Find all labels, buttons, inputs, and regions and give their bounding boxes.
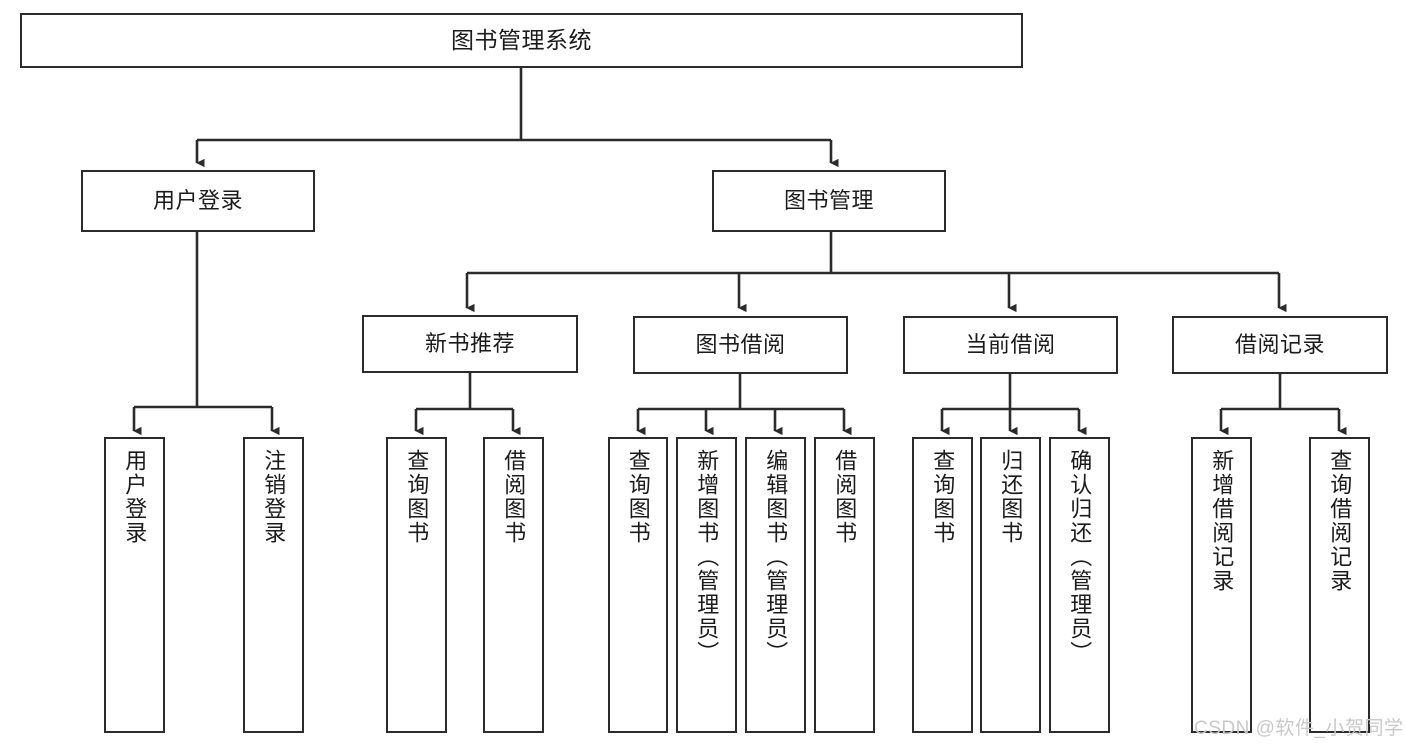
edge-book-borrow-to-leaves — [636, 374, 852, 436]
node-label: 查询图书 — [404, 449, 430, 545]
node-leaf-borrow-book[interactable]: 借阅图书 — [814, 437, 875, 733]
node-leaf-add-book-admin[interactable]: 新增图书（管理员） — [676, 437, 737, 733]
node-leaf-logout-login[interactable]: 注销登录 — [243, 437, 304, 733]
edge-book-management-to-level3 — [465, 232, 1287, 313]
edge-current-borrow-to-leaves — [940, 374, 1087, 436]
edge-root-to-level2 — [195, 68, 839, 168]
node-current-borrow[interactable]: 当前借阅 — [903, 316, 1118, 374]
node-leaf-return-book[interactable]: 归还图书 — [980, 437, 1041, 733]
node-label: 新书推荐 — [424, 330, 515, 356]
node-label: 归还图书 — [998, 449, 1024, 545]
node-label: 当前借阅 — [965, 331, 1056, 357]
node-borrow-record[interactable]: 借阅记录 — [1172, 316, 1388, 374]
node-leaf-add-borrow-record[interactable]: 新增借阅记录 — [1191, 437, 1252, 733]
node-label: 借阅图书 — [832, 449, 858, 545]
node-leaf-user-login[interactable]: 用户登录 — [104, 437, 165, 733]
edge-user-login-to-leaves — [132, 232, 280, 436]
node-book-borrow[interactable]: 图书借阅 — [633, 316, 848, 374]
node-label: 注销登录 — [261, 449, 287, 545]
csdn-watermark: CSDN @软件_小贺同学 — [1194, 718, 1404, 739]
node-label: 确认归还（管理员） — [1067, 449, 1093, 665]
node-label: 用户登录 — [122, 449, 148, 545]
node-leaf-edit-book-admin[interactable]: 编辑图书（管理员） — [745, 437, 806, 733]
node-label: 图书管理系统 — [451, 26, 592, 53]
edge-new-book-recommend-to-leaves — [414, 373, 521, 436]
node-leaf-query-book-current[interactable]: 查询图书 — [912, 437, 973, 733]
node-root-book-management-system[interactable]: 图书管理系统 — [20, 13, 1023, 68]
node-label: 查询借阅记录 — [1327, 449, 1353, 593]
node-leaf-confirm-return-admin[interactable]: 确认归还（管理员） — [1049, 437, 1110, 733]
node-user-login[interactable]: 用户登录 — [81, 170, 315, 232]
node-label: 借阅记录 — [1234, 331, 1325, 357]
node-label: 编辑图书（管理员） — [763, 449, 789, 665]
node-label: 借阅图书 — [501, 449, 527, 545]
node-book-management[interactable]: 图书管理 — [712, 170, 946, 232]
node-label: 查询图书 — [930, 449, 956, 545]
node-leaf-borrow-book-recommend[interactable]: 借阅图书 — [483, 437, 544, 733]
node-leaf-query-book-borrow[interactable]: 查询图书 — [608, 437, 668, 733]
node-label: 新增借阅记录 — [1209, 449, 1235, 593]
node-label: 用户登录 — [152, 187, 243, 213]
node-label: 新增图书（管理员） — [694, 449, 720, 665]
node-new-book-recommend[interactable]: 新书推荐 — [362, 315, 578, 373]
node-label: 查询图书 — [625, 449, 651, 545]
node-leaf-query-book-recommend[interactable]: 查询图书 — [386, 437, 447, 733]
edge-borrow-record-to-leaves — [1219, 374, 1347, 436]
node-leaf-query-borrow-record[interactable]: 查询借阅记录 — [1309, 437, 1370, 733]
node-label: 图书借阅 — [695, 331, 786, 357]
node-label: 图书管理 — [783, 187, 874, 213]
